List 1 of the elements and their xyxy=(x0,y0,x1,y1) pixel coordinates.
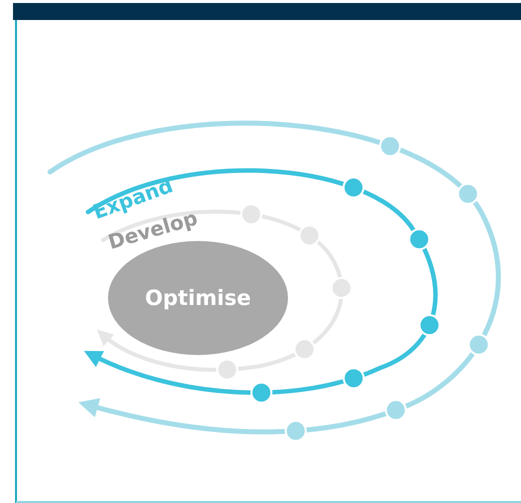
stage-label: Optimise xyxy=(145,286,251,310)
